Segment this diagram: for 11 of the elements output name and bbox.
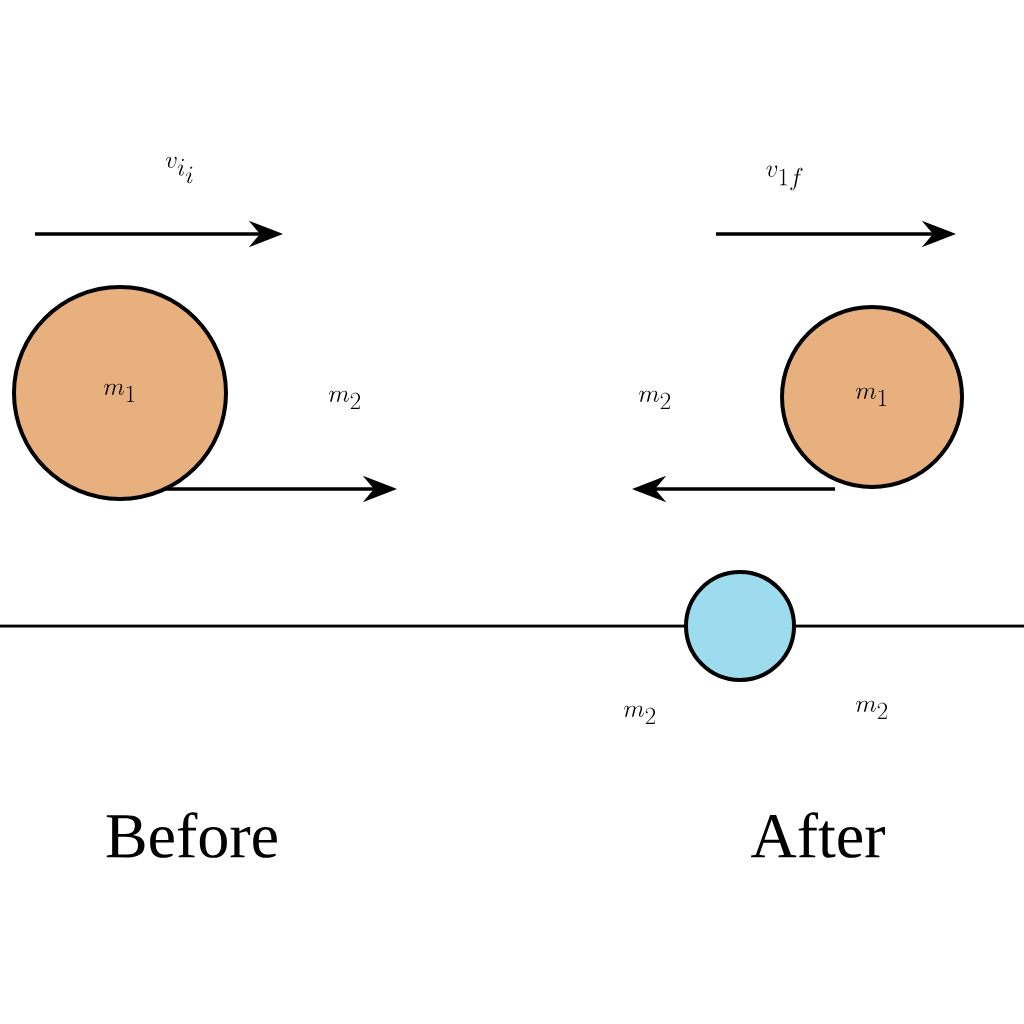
- mass-ball: $m_1$: [12, 285, 228, 501]
- mass-label: $m_2$: [639, 390, 671, 410]
- mass-label: $m_2$: [856, 700, 888, 720]
- caption-text: Before: [106, 812, 277, 858]
- mass-ball: $m_1$: [780, 305, 964, 489]
- velocity-label: $v_{1f}$: [766, 165, 803, 191]
- caption-text: After: [751, 812, 885, 858]
- ball: [684, 570, 796, 682]
- mass-label: $m_2$: [624, 705, 656, 725]
- mass-label: $m_2$: [329, 390, 361, 410]
- velocity-label: $v_{i_i}$: [166, 156, 193, 184]
